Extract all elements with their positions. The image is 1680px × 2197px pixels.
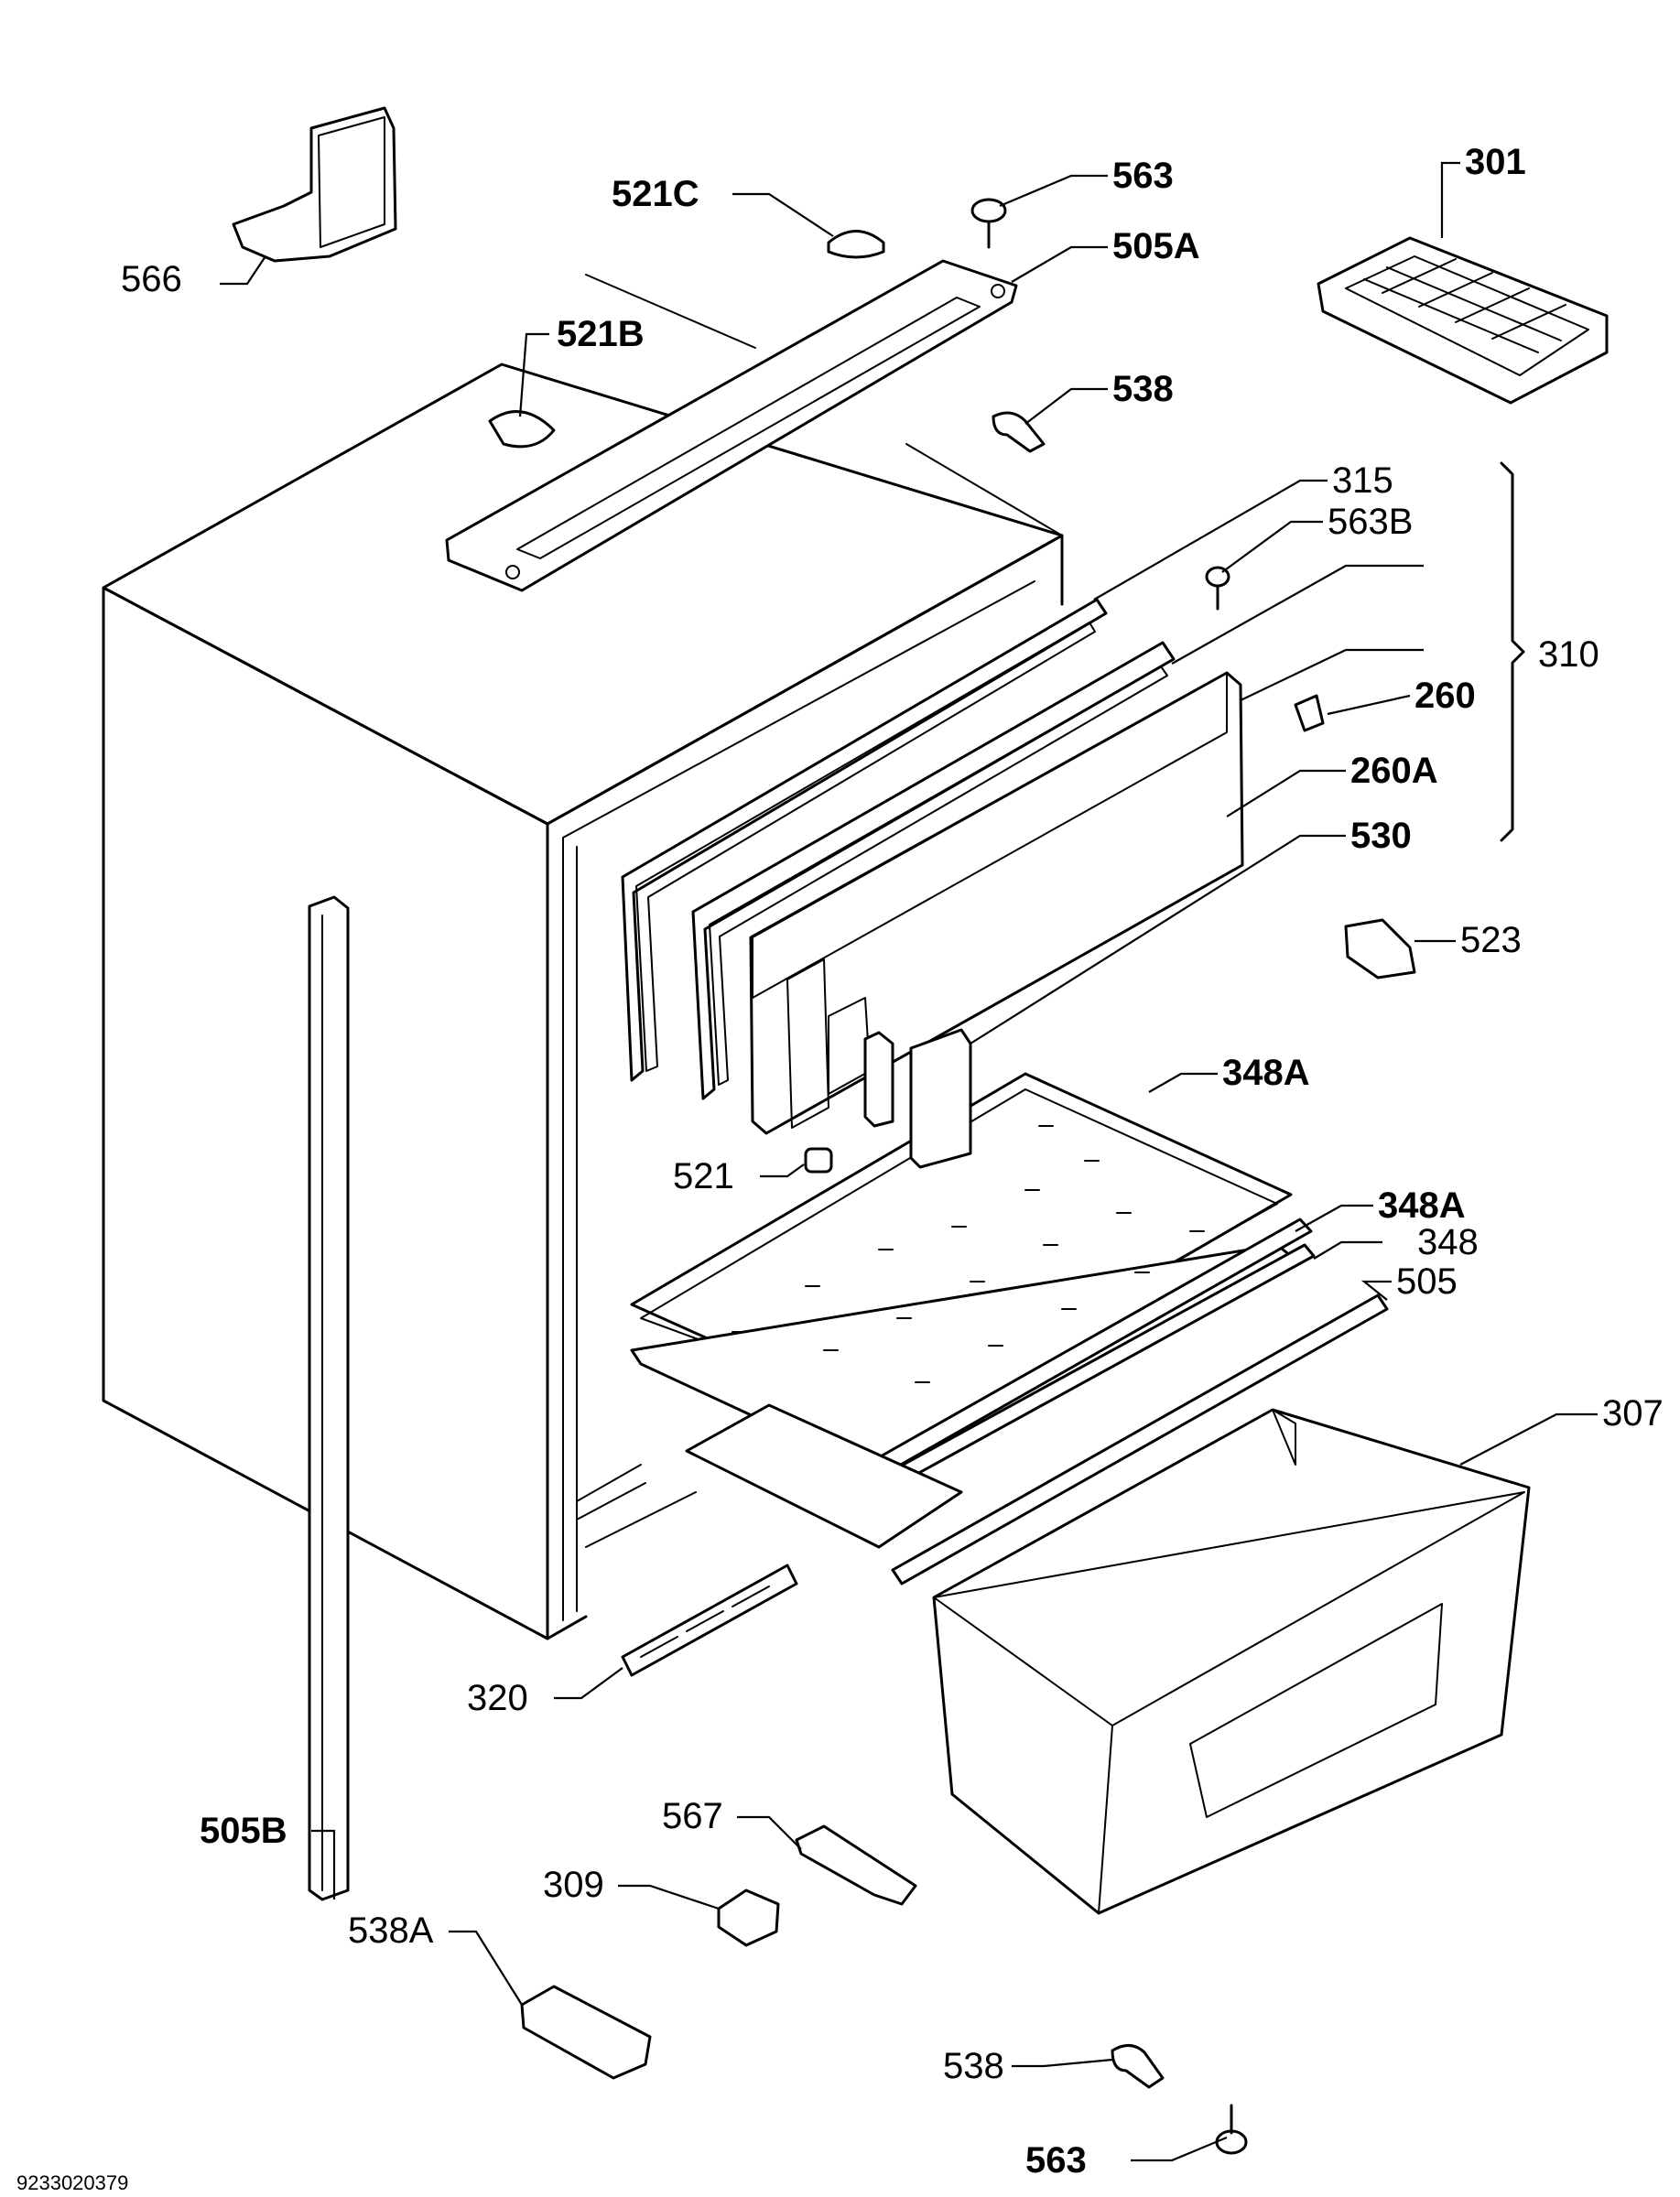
clip-260 — [1294, 694, 1325, 732]
crisper-drawer — [932, 1408, 1531, 1915]
label-523: 523 — [1460, 920, 1522, 960]
label-563-top: 563 — [1112, 156, 1174, 196]
hinge-538a — [520, 1985, 652, 2080]
part-labels: 566 521C 563 505A 301 521B 538 315 563B … — [16, 142, 1664, 2194]
top-rail — [445, 259, 1018, 592]
leader-lines — [220, 161, 1598, 2162]
cabinet-body — [102, 274, 1064, 1640]
label-505: 505 — [1396, 1261, 1458, 1302]
label-563b: 563B — [1328, 502, 1413, 542]
label-521c: 521C — [612, 174, 699, 214]
label-538a: 538A — [348, 1910, 434, 1951]
label-320: 320 — [467, 1678, 528, 1718]
label-530: 530 — [1350, 816, 1412, 856]
screw-top — [970, 198, 1007, 223]
label-563-bottom: 563 — [1025, 2140, 1087, 2181]
label-260a: 260A — [1350, 751, 1438, 791]
label-315: 315 — [1332, 460, 1393, 501]
side-strip — [308, 895, 350, 1901]
label-505b: 505B — [200, 1811, 287, 1851]
hinge-block — [909, 1028, 972, 1169]
shelves — [630, 1072, 1389, 1586]
label-348a-1: 348A — [1222, 1053, 1310, 1093]
label-538-bottom: 538 — [943, 2046, 1004, 2086]
label-521b: 521B — [557, 314, 645, 354]
label-310: 310 — [1538, 634, 1599, 675]
part-309 — [717, 1889, 780, 1947]
label-348a-2: 348A — [1378, 1185, 1466, 1226]
part-521 — [804, 1147, 833, 1174]
vent-320 — [621, 1564, 798, 1677]
cap-part — [827, 230, 885, 259]
label-521: 521 — [673, 1156, 734, 1196]
label-301: 301 — [1465, 142, 1526, 182]
screw-bottom — [1215, 2129, 1248, 2155]
label-566: 566 — [121, 259, 182, 299]
label-260: 260 — [1414, 676, 1476, 716]
pin-top — [992, 411, 1046, 453]
label-307: 307 — [1602, 1393, 1664, 1434]
part-523 — [1344, 918, 1416, 979]
small-parts — [232, 106, 1609, 2155]
label-309: 309 — [543, 1865, 604, 1905]
bracket-310 — [1500, 461, 1525, 842]
hinge-bracket — [863, 1031, 894, 1128]
key-part — [232, 106, 397, 263]
label-538-top: 538 — [1112, 369, 1174, 409]
freezer-door-assembly — [621, 598, 1244, 1135]
label-505a: 505A — [1112, 226, 1200, 266]
plate-567 — [795, 1824, 917, 1906]
cap-part-b — [488, 410, 556, 449]
pin-bottom — [1111, 2044, 1165, 2089]
document-code: 9233020379 — [16, 2171, 128, 2194]
label-567: 567 — [662, 1796, 723, 1836]
label-348: 348 — [1417, 1222, 1479, 1262]
